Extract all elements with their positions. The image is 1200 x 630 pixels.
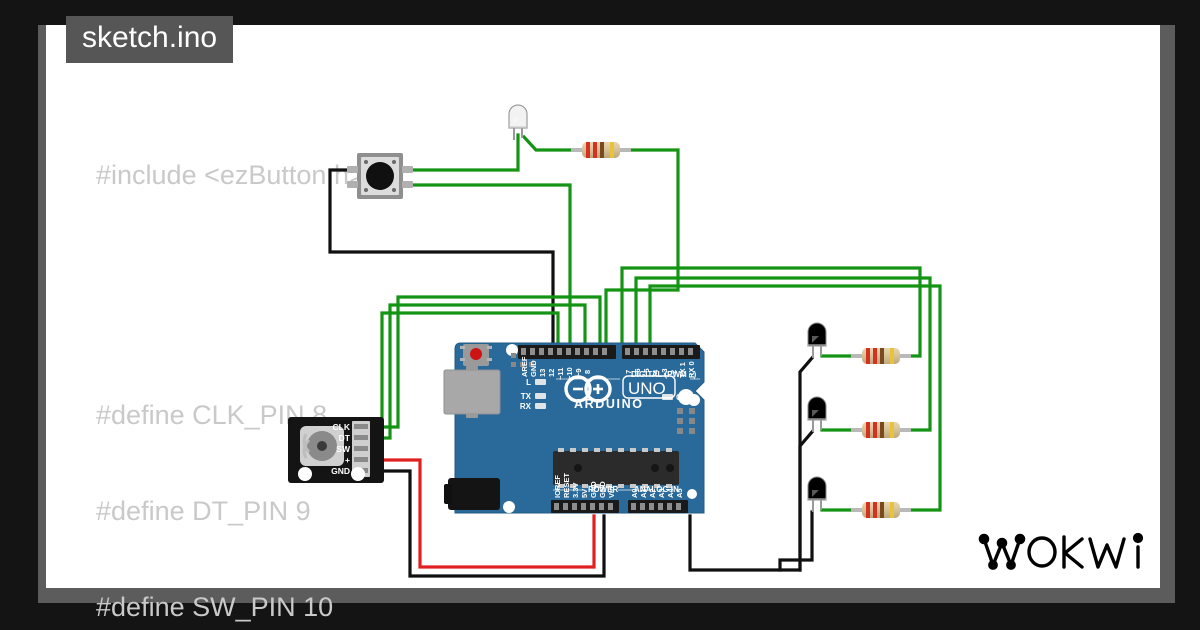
wokwi-logo [978,532,1144,570]
canvas-left-gutter [38,25,46,598]
canvas-right-scrollbar[interactable] [1160,25,1175,598]
code-line: #define CLK_PIN 8 [96,400,328,430]
file-tab-sketch-ino[interactable]: sketch.ino [66,16,234,64]
code-line: #define DT_PIN 9 [96,496,311,526]
code-line: #define SW_PIN 10 [96,592,334,622]
code-line: #include <ezButton.h> [96,160,365,190]
canvas-bottom-scrollbar[interactable] [38,588,1175,603]
code-editor-text: #include <ezButton.h> #define CLK_PIN 8 … [66,103,1066,630]
code-line-blank [66,295,1066,343]
